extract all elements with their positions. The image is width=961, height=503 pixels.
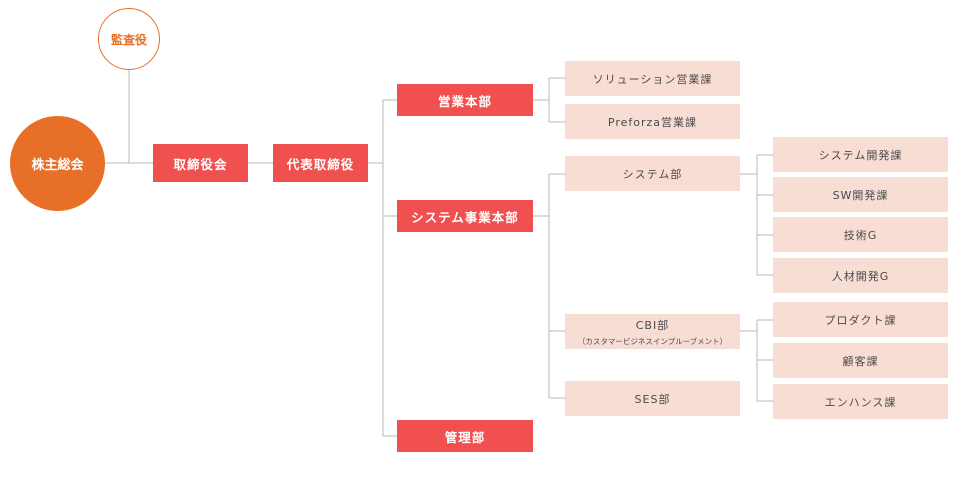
cbi-dept-label: CBI部 [635, 318, 670, 332]
enhance-node: エンハンス課 [773, 384, 948, 419]
system-dev-label: システム開発課 [818, 148, 903, 162]
admin-dept-node: 管理部 [397, 420, 533, 452]
sales-hq-node: 営業本部 [397, 84, 533, 116]
system-hq-label: システム事業本部 [411, 209, 519, 225]
sw-dev-node: SW開発課 [773, 177, 948, 212]
ceo-label: 代表取締役 [286, 156, 355, 172]
sales-hq-label: 営業本部 [437, 93, 492, 109]
product-label: プロダクト課 [824, 313, 897, 327]
solution-sales-label: ソリューション営業課 [592, 72, 713, 86]
system-hq-node: システム事業本部 [397, 200, 533, 232]
product-node: プロダクト課 [773, 302, 948, 337]
shareholders-label: 株主総会 [31, 158, 84, 173]
hr-dev-g-node: 人材開発G [773, 258, 948, 293]
ses-dept-label: SES部 [634, 392, 671, 406]
preforza-sales-node: Preforza営業課 [565, 104, 740, 139]
system-dept-node: システム部 [565, 156, 740, 191]
cbi-dept-node: CBI部 （カスタマービジネスインプルーブメント） [565, 314, 740, 349]
customer-node: 顧客課 [773, 343, 948, 378]
auditor-node: 監査役 [98, 8, 160, 70]
admin-dept-label: 管理部 [444, 429, 486, 445]
auditor-label: 監査役 [110, 32, 147, 47]
preforza-sales-label: Preforza営業課 [607, 115, 698, 129]
ceo-node: 代表取締役 [273, 144, 368, 182]
shareholders-node: 株主総会 [10, 116, 105, 211]
sw-dev-label: SW開発課 [832, 188, 889, 202]
tech-g-node: 技術G [773, 217, 948, 252]
tech-g-label: 技術G [843, 228, 878, 242]
hr-dev-g-label: 人材開発G [831, 269, 890, 283]
customer-label: 顧客課 [842, 354, 879, 368]
system-dept-label: システム部 [622, 167, 683, 181]
solution-sales-node: ソリューション営業課 [565, 61, 740, 96]
ses-dept-node: SES部 [565, 381, 740, 416]
enhance-label: エンハンス課 [824, 395, 897, 409]
board-node: 取締役会 [153, 144, 248, 182]
cbi-dept-sublabel: （カスタマービジネスインプルーブメント） [577, 336, 728, 346]
system-dev-node: システム開発課 [773, 137, 948, 172]
board-label: 取締役会 [173, 156, 228, 172]
